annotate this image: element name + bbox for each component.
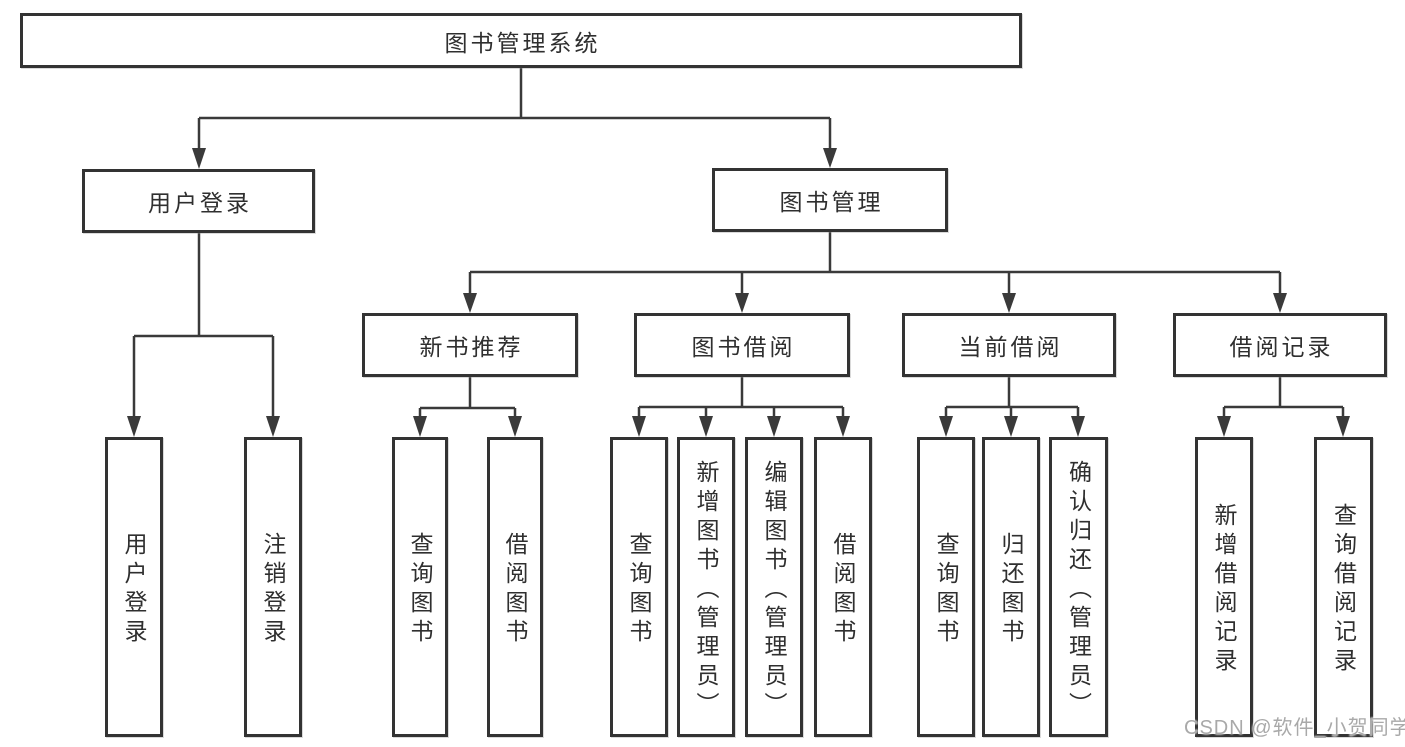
node-new-book-recommend-label: 新书推荐	[419, 334, 524, 360]
csdn-watermark: CSDN @软件_小贺同学	[1184, 717, 1405, 739]
leaf-query-books-borrowing-label: 查询图书	[626, 532, 652, 648]
leaf-borrow-books-recommend-label: 借阅图书	[502, 532, 528, 648]
node-current-borrowing-label: 当前借阅	[958, 334, 1063, 360]
leaf-borrow-books-borrowing-label: 借阅图书	[830, 532, 856, 648]
node-new-book-recommend: 新书推荐	[362, 313, 578, 377]
leaf-query-books-current-label: 查询图书	[933, 532, 959, 648]
leaf-return-books: 归还图书	[982, 437, 1040, 737]
node-root-system: 图书管理系统	[20, 13, 1022, 68]
leaf-borrow-books-recommend: 借阅图书	[487, 437, 543, 737]
leaf-query-books-recommend: 查询图书	[392, 437, 448, 737]
leaf-add-books-admin-label: 新增图书（管理员）	[693, 459, 719, 721]
leaf-borrow-books-borrowing: 借阅图书	[814, 437, 872, 737]
leaf-confirm-return-admin: 确认归还（管理员）	[1049, 437, 1108, 737]
leaf-query-books-current: 查询图书	[917, 437, 975, 737]
node-borrowing-records-label: 借阅记录	[1229, 334, 1334, 360]
leaf-logout-login-label: 注销登录	[260, 532, 286, 648]
leaf-add-borrow-record: 新增借阅记录	[1195, 437, 1253, 737]
node-book-management-branch: 图书管理	[712, 168, 948, 232]
node-book-management-branch-label: 图书管理	[779, 189, 884, 215]
leaf-add-borrow-record-label: 新增借阅记录	[1211, 503, 1237, 677]
node-book-borrowing: 图书借阅	[634, 313, 850, 377]
node-user-login-branch: 用户登录	[82, 169, 315, 233]
leaf-add-books-admin: 新增图书（管理员）	[677, 437, 735, 737]
leaf-user-login: 用户登录	[105, 437, 163, 737]
leaf-edit-books-admin: 编辑图书（管理员）	[745, 437, 803, 737]
leaf-query-books-borrowing: 查询图书	[610, 437, 668, 737]
node-book-borrowing-label: 图书借阅	[691, 334, 796, 360]
leaf-edit-books-admin-label: 编辑图书（管理员）	[761, 459, 787, 721]
leaf-return-books-label: 归还图书	[998, 532, 1024, 648]
leaf-query-books-recommend-label: 查询图书	[407, 532, 433, 648]
node-current-borrowing: 当前借阅	[902, 313, 1116, 377]
leaf-user-login-label: 用户登录	[121, 532, 147, 648]
leaf-confirm-return-admin-label: 确认归还（管理员）	[1065, 459, 1092, 721]
node-user-login-branch-label: 用户登录	[148, 190, 252, 216]
leaf-query-borrow-record-label: 查询借阅记录	[1330, 503, 1357, 677]
node-root-system-label: 图书管理系统	[444, 29, 601, 56]
node-borrowing-records: 借阅记录	[1173, 313, 1387, 377]
leaf-query-borrow-record: 查询借阅记录	[1314, 437, 1373, 737]
leaf-logout-login: 注销登录	[244, 437, 302, 737]
